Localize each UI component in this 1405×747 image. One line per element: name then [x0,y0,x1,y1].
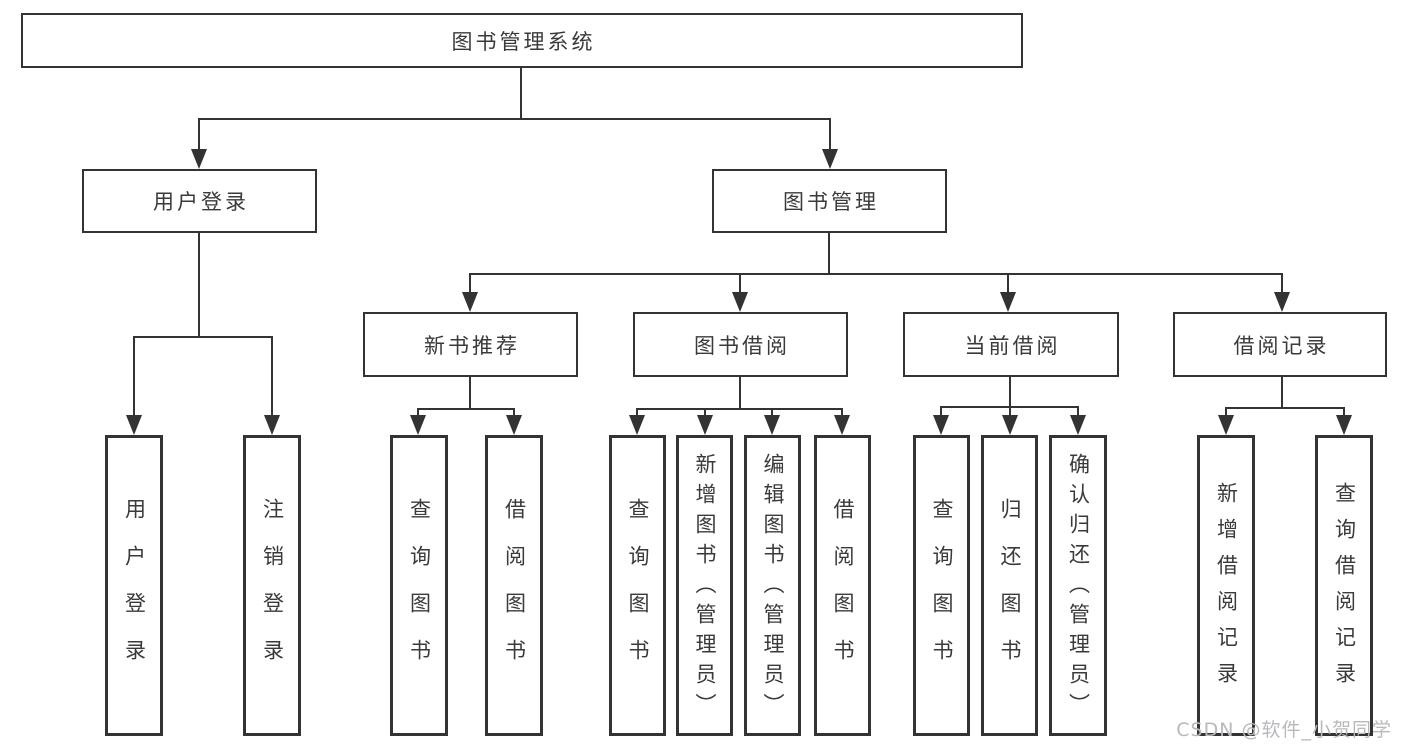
leaf-logout: 注销登录 [243,435,301,736]
connector-line [417,408,514,410]
arrow-down-icon [1281,273,1283,292]
leaf-query-books-recommend-label: 查询图书 [407,498,432,686]
connector-line [1225,407,1345,409]
leaf-query-books-recommend: 查询图书 [390,435,448,736]
leaf-add-books-admin-label: 新增图书（管理员） [693,453,717,723]
arrow-down-icon [771,408,773,415]
leaf-borrow-books: 借阅图书 [814,435,871,736]
connector-line [469,273,1283,275]
arrow-down-icon [1009,406,1011,415]
leaf-user-login-label: 用户登录 [122,498,147,686]
arrow-down-icon [469,273,471,292]
connector-line [1281,377,1283,407]
arrow-down-icon [513,408,515,415]
leaf-user-login: 用户登录 [105,435,163,736]
node-new-book-recommend: 新书推荐 [363,312,578,377]
arrow-down-icon [1007,273,1009,292]
connector-line [520,68,522,118]
leaf-query-borrow-record-label: 查询借阅记录 [1332,481,1357,698]
leaf-edit-books-admin: 编辑图书（管理员） [744,435,801,736]
arrow-down-icon [1077,406,1079,415]
arrow-down-icon [704,408,706,415]
node-book-borrow-label: 图书借阅 [694,333,790,358]
leaf-confirm-return-admin-label: 确认归还（管理员） [1066,453,1091,723]
leaf-query-books-borrow-label: 查询图书 [626,498,650,686]
csdn-watermark: CSDN @软件_小贺同学 [1176,719,1392,741]
connector-line [1009,377,1011,406]
node-user-login: 用户登录 [82,169,317,233]
leaf-return-books: 归还图书 [981,435,1038,736]
arrow-down-icon [940,406,942,415]
node-current-borrow: 当前借阅 [903,312,1119,377]
leaf-query-books-current-label: 查询图书 [930,498,954,686]
node-root-label: 图书管理系统 [451,29,596,54]
connector-line [133,336,273,338]
leaf-query-books-current: 查询图书 [913,435,970,736]
node-book-management: 图书管理 [712,169,947,233]
arrow-down-icon [1343,407,1345,415]
connector-line [636,408,843,410]
node-new-book-recommend-label: 新书推荐 [424,333,520,358]
arrow-down-icon [271,336,273,415]
leaf-edit-books-admin-label: 编辑图书（管理员） [761,453,785,723]
leaf-add-books-admin: 新增图书（管理员） [676,435,733,736]
arrow-down-icon [841,408,843,415]
leaf-add-borrow-record: 新增借阅记录 [1197,435,1255,736]
connector-line [198,118,831,120]
leaf-query-books-borrow: 查询图书 [609,435,666,736]
leaf-borrow-books-label: 借阅图书 [831,498,855,686]
node-book-management-label: 图书管理 [783,190,879,214]
leaf-logout-label: 注销登录 [260,498,285,686]
connector-line [739,377,741,408]
connector-line [469,377,471,408]
leaf-confirm-return-admin: 确认归还（管理员） [1049,435,1107,736]
leaf-query-borrow-record: 查询借阅记录 [1315,435,1373,736]
arrow-down-icon [133,336,135,415]
arrow-down-icon [417,408,419,415]
arrow-down-icon [829,118,831,149]
connector-line [198,233,200,336]
leaf-add-borrow-record-label: 新增借阅记录 [1214,481,1239,698]
arrow-down-icon [198,118,200,149]
leaf-borrow-books-recommend: 借阅图书 [485,435,543,736]
leaf-borrow-books-recommend-label: 借阅图书 [502,498,527,686]
node-borrow-records: 借阅记录 [1173,312,1387,377]
arrow-down-icon [739,273,741,292]
node-book-borrow: 图书借阅 [633,312,848,377]
arrow-down-icon [1225,407,1227,415]
node-root: 图书管理系统 [21,13,1023,68]
leaf-return-books-label: 归还图书 [998,498,1022,686]
arrow-down-icon [636,408,638,415]
node-borrow-records-label: 借阅记录 [1233,333,1330,358]
connector-line [828,233,830,273]
node-current-borrow-label: 当前借阅 [964,333,1061,358]
node-user-login-label: 用户登录 [153,190,249,214]
